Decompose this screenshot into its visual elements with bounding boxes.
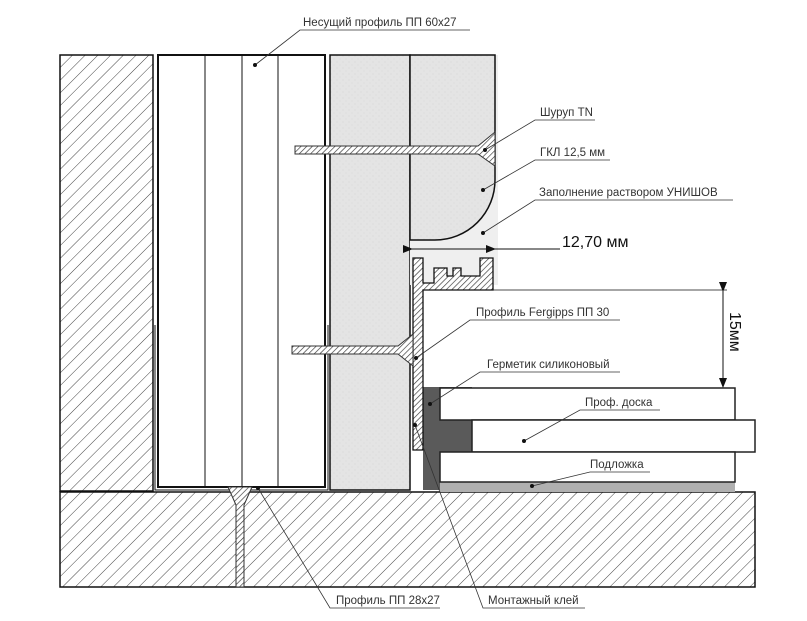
left-wall	[59, 54, 154, 492]
floor-board-middle	[471, 419, 756, 453]
label-glue: Монтажный клей	[488, 595, 579, 607]
label-underlay: Подложка	[590, 459, 644, 471]
label-profile-fergipps: Профиль Fergipps ПП 30	[476, 307, 609, 319]
gap-width-value: 12,70 мм	[562, 234, 628, 251]
screw-lower	[291, 332, 414, 368]
floor-board-bottom	[439, 451, 736, 483]
label-gkl: ГКЛ 12,5 мм	[540, 147, 605, 159]
screw-vertical	[227, 486, 253, 588]
carrier-profile	[154, 54, 329, 491]
label-filling: Заполнение раствором УНИШОВ	[539, 187, 718, 199]
dimension-gap-height: 15мм	[493, 282, 743, 388]
gap-height-value: 15мм	[726, 312, 743, 352]
floor-slab	[59, 491, 756, 588]
leader-lines	[254, 29, 733, 609]
dimension-gap-width: 12,70 мм	[403, 234, 628, 253]
screw-upper	[294, 130, 496, 167]
gkl-board-1	[329, 54, 411, 491]
label-profile-28: Профиль ПП 28x27	[336, 595, 440, 607]
label-sealant: Герметик силиконовый	[487, 359, 610, 371]
label-carrier-profile: Несущий профиль ПП 60x27	[303, 17, 457, 29]
label-screw: Шуруп TN	[540, 107, 593, 119]
label-board: Проф. доска	[585, 397, 653, 409]
leader-dots	[253, 63, 534, 490]
fergipps-profile	[412, 257, 494, 451]
underlay	[440, 482, 735, 492]
